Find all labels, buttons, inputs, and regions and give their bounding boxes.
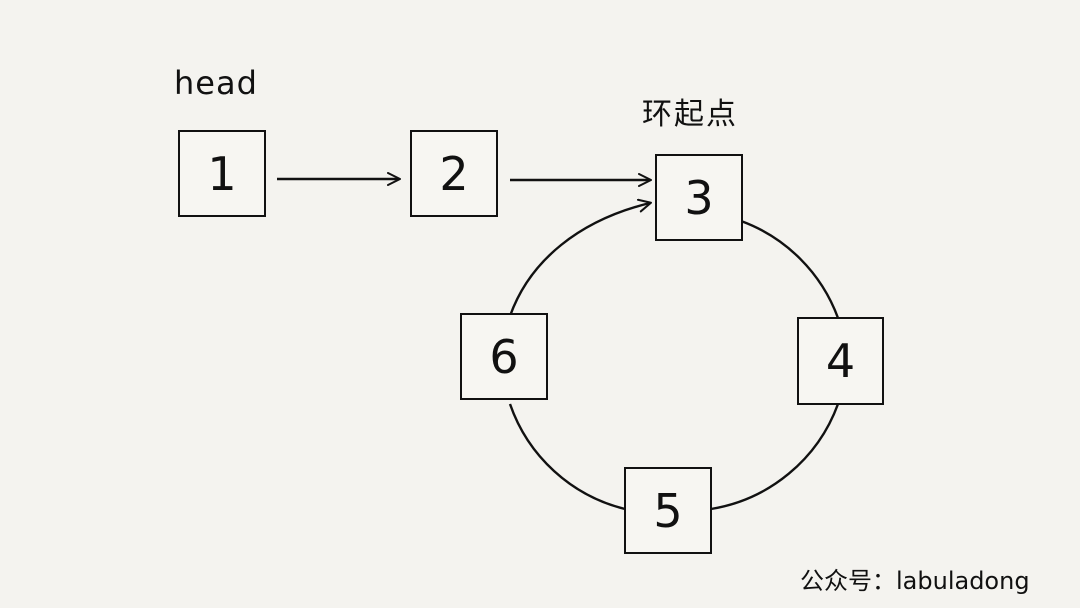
list-node-5: 5 bbox=[624, 467, 712, 554]
list-node-3: 3 bbox=[655, 154, 743, 241]
list-node-4: 4 bbox=[797, 317, 884, 405]
watermark-label: 公众号：labuladong bbox=[800, 567, 1030, 595]
list-node-6: 6 bbox=[460, 313, 548, 400]
edge-6-to-3 bbox=[508, 198, 652, 317]
list-node-2: 2 bbox=[410, 130, 498, 217]
cycle-start-label: 环起点 bbox=[642, 97, 738, 132]
list-node-1: 1 bbox=[178, 130, 266, 217]
cycle-ring bbox=[508, 219, 840, 511]
head-label: head bbox=[174, 64, 258, 102]
